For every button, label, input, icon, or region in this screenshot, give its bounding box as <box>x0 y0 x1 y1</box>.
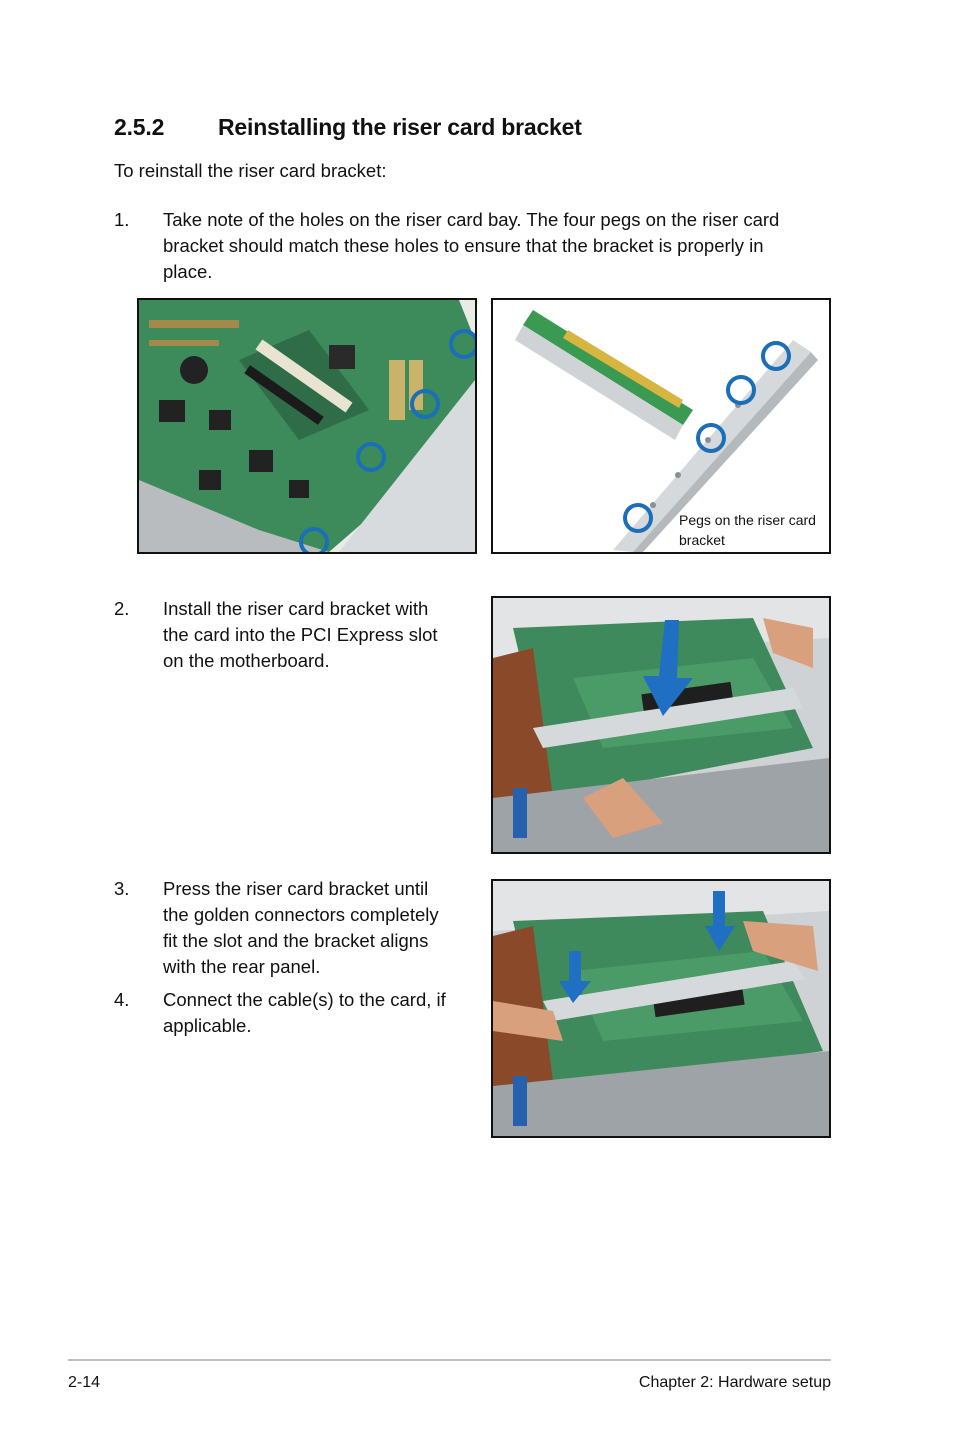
step-line: Connect the cable(s) to the card, if <box>163 989 446 1010</box>
step-line: Press the riser card bracket until <box>163 878 429 899</box>
step-line: Install the riser card bracket with <box>163 598 429 619</box>
peg-marker <box>696 423 726 453</box>
peg-marker <box>410 389 440 419</box>
down-arrow <box>559 951 591 1003</box>
peg-marker <box>299 527 329 552</box>
step-3: 3. Press the riser card bracket until th… <box>114 876 474 986</box>
step-number: 4. <box>114 989 130 1010</box>
caption-line: Pegs on the riser card <box>679 512 816 528</box>
step-number: 3. <box>114 878 130 899</box>
peg-marker <box>356 442 386 472</box>
step-line: the card into the PCI Express slot <box>163 624 438 645</box>
step-1: 1. Take note of the holes on the riser c… <box>114 207 834 287</box>
section-heading: 2.5.2 Reinstalling the riser card bracket <box>114 114 582 141</box>
figure-caption: Pegs on the riser card bracket <box>679 510 829 550</box>
peg-marker <box>623 503 653 533</box>
step-line: applicable. <box>163 1015 252 1036</box>
install-bracket-photo <box>491 596 831 854</box>
step-2: 2. Install the riser card bracket with t… <box>114 596 474 676</box>
step-4: 4. Connect the cable(s) to the card, if … <box>114 987 474 1043</box>
peg-marker <box>761 341 791 371</box>
step-line: the golden connectors completely <box>163 904 439 925</box>
down-arrow <box>643 620 693 716</box>
intro-text: To reinstall the riser card bracket: <box>114 160 387 181</box>
riser-card-bay-photo <box>137 298 477 554</box>
section-title: Reinstalling the riser card bracket <box>218 114 582 140</box>
riser-bracket-photo: Pegs on the riser card bracket <box>491 298 831 554</box>
step-number: 2. <box>114 598 130 619</box>
caption-line: bracket <box>679 532 725 548</box>
step-line: bracket should match these holes to ensu… <box>163 235 764 256</box>
peg-marker <box>726 375 756 405</box>
page-number: 2-14 <box>68 1374 101 1391</box>
step-number: 1. <box>114 209 130 230</box>
step-line: Take note of the holes on the riser card… <box>163 209 780 230</box>
step-line: place. <box>163 261 213 282</box>
peg-marker <box>449 329 475 359</box>
press-bracket-photo <box>491 879 831 1138</box>
step-line: with the rear panel. <box>163 956 321 977</box>
down-arrow <box>705 891 735 951</box>
step-line: on the motherboard. <box>163 650 330 671</box>
section-number: 2.5.2 <box>114 114 165 140</box>
footer-divider <box>68 1359 831 1361</box>
chapter-label: Chapter 2: Hardware setup <box>638 1374 831 1391</box>
step-line: fit the slot and the bracket aligns <box>163 930 429 951</box>
